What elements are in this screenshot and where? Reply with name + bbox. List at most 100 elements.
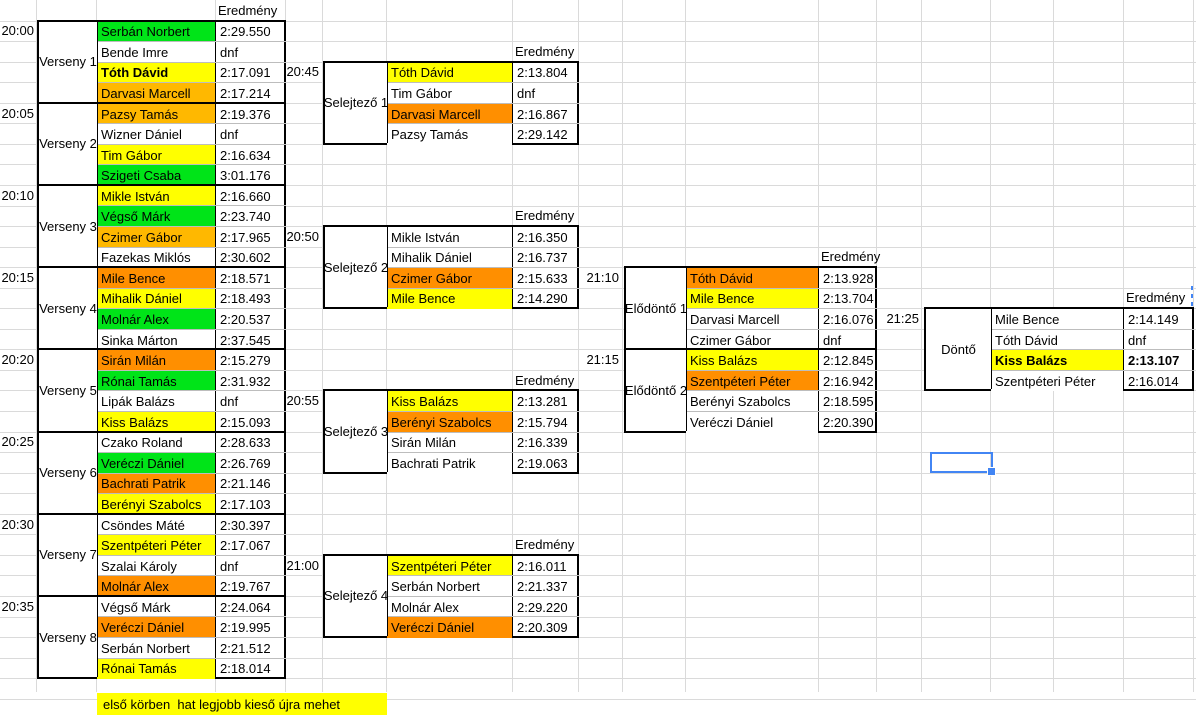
racer-name-cell[interactable]: Czimer Gábor <box>387 268 513 289</box>
racer-name-cell[interactable]: Tóth Dávid <box>97 62 216 84</box>
heat-time[interactable]: 21:10 <box>586 269 619 285</box>
result-cell[interactable]: 2:21.512 <box>220 640 271 656</box>
heat-time[interactable]: 21:25 <box>886 311 919 327</box>
result-cell[interactable]: 2:14.149 <box>1128 312 1179 328</box>
heat-label[interactable]: Elődöntő 2 <box>625 350 687 431</box>
heat-time[interactable]: 20:55 <box>286 393 319 409</box>
heat-time[interactable]: 21:15 <box>586 352 619 368</box>
racer-name-cell[interactable]: Berényi Szabolcs <box>97 494 216 515</box>
result-cell[interactable]: 2:31.932 <box>220 373 271 389</box>
result-cell[interactable]: 2:21.146 <box>220 476 271 492</box>
result-cell[interactable]: 2:24.064 <box>220 599 271 615</box>
racer-name-cell[interactable]: Kiss Balázs <box>686 350 819 371</box>
heat-label[interactable]: Verseny 1 <box>39 21 98 102</box>
heat-label[interactable]: Elődöntő 1 <box>625 268 687 349</box>
racer-name-cell[interactable]: Mihalik Dániel <box>387 247 513 269</box>
result-cell[interactable]: 2:16.634 <box>220 147 271 163</box>
heat-time[interactable]: 20:25 <box>1 434 34 450</box>
racer-name-cell[interactable]: Fazekas Miklós <box>97 247 216 269</box>
racer-name-cell[interactable]: Bende Imre <box>97 42 216 63</box>
result-cell[interactable]: 2:17.067 <box>220 538 271 554</box>
result-cell[interactable]: 2:29.550 <box>220 24 271 40</box>
result-cell[interactable]: 2:14.290 <box>517 291 568 307</box>
racer-name-cell[interactable]: Czimer Gábor <box>686 329 819 351</box>
racer-name-cell[interactable]: Sinka Márton <box>97 329 216 351</box>
result-cell[interactable]: 2:30.602 <box>220 250 271 266</box>
result-cell[interactable]: 2:18.014 <box>220 661 271 677</box>
racer-name-cell[interactable]: Molnár Alex <box>97 309 216 330</box>
heat-label[interactable]: Döntő <box>926 309 992 390</box>
result-cell[interactable]: 3:01.176 <box>220 168 271 184</box>
racer-name-cell[interactable]: Sirán Milán <box>97 350 216 371</box>
racer-name-cell[interactable]: Mihalik Dániel <box>97 288 216 310</box>
heat-label[interactable]: Verseny 4 <box>39 268 98 349</box>
racer-name-cell[interactable]: Kiss Balázs <box>991 350 1124 371</box>
result-cell[interactable]: 2:20.537 <box>220 312 271 327</box>
racer-name-cell[interactable]: Végső Márk <box>97 206 216 228</box>
result-cell[interactable]: 2:16.014 <box>1128 373 1179 389</box>
racer-name-cell[interactable]: Csöndes Máté <box>97 514 216 536</box>
result-cell[interactable]: 2:19.063 <box>517 455 568 471</box>
racer-name-cell[interactable]: Veréczi Dániel <box>686 411 819 433</box>
result-cell[interactable]: 2:19.767 <box>220 579 271 595</box>
racer-name-cell[interactable]: Mile Bence <box>686 288 819 310</box>
racer-name-cell[interactable]: Szigeti Csaba <box>97 165 216 186</box>
fill-handle[interactable] <box>987 467 996 476</box>
result-cell[interactable]: 2:29.142 <box>517 127 568 143</box>
result-cell[interactable]: dnf <box>220 558 239 574</box>
heat-time[interactable]: 20:15 <box>1 269 34 285</box>
result-cell[interactable]: 2:18.595 <box>823 394 874 410</box>
result-cell[interactable]: 2:15.794 <box>517 414 568 430</box>
racer-name-cell[interactable]: Mikle István <box>387 227 513 248</box>
result-cell[interactable]: 2:17.965 <box>220 229 271 245</box>
racer-name-cell[interactable]: Szentpéteri Péter <box>686 370 819 392</box>
racer-name-cell[interactable]: Lipák Balázs <box>97 391 216 412</box>
result-cell[interactable]: 2:12.845 <box>823 353 874 369</box>
racer-name-cell[interactable]: Czako Roland <box>97 432 216 454</box>
racer-name-cell[interactable]: Tóth Dávid <box>991 329 1124 351</box>
racer-name-cell[interactable]: Berényi Szabolcs <box>686 391 819 412</box>
heat-time[interactable]: 20:05 <box>1 105 34 121</box>
racer-name-cell[interactable]: Kiss Balázs <box>97 411 216 433</box>
racer-name-cell[interactable]: Pazsy Tamás <box>97 103 216 125</box>
result-cell[interactable]: 2:26.769 <box>220 455 271 471</box>
racer-name-cell[interactable]: Szentpéteri Péter <box>991 370 1124 392</box>
result-cell[interactable]: 2:16.350 <box>517 229 568 245</box>
result-cell[interactable]: dnf <box>823 332 842 348</box>
result-cell[interactable]: 2:16.867 <box>517 106 568 122</box>
racer-name-cell[interactable]: Serbán Norbert <box>387 576 513 597</box>
heat-label[interactable]: Selejtező 1 <box>324 62 388 143</box>
result-cell[interactable]: 2:37.545 <box>220 332 271 348</box>
racer-name-cell[interactable]: Mile Bence <box>97 268 216 289</box>
result-cell[interactable]: 2:28.633 <box>220 435 271 451</box>
result-cell[interactable]: 2:20.309 <box>517 620 568 636</box>
result-cell[interactable]: 2:15.633 <box>517 270 568 286</box>
racer-name-cell[interactable]: Pazsy Tamás <box>387 124 513 145</box>
racer-name-cell[interactable]: Czimer Gábor <box>97 227 216 248</box>
heat-label[interactable]: Verseny 2 <box>39 103 98 184</box>
heat-label[interactable]: Verseny 3 <box>39 185 98 267</box>
result-cell[interactable]: 2:15.093 <box>220 414 271 430</box>
heat-label[interactable]: Selejtező 2 <box>324 227 388 308</box>
heat-label[interactable]: Selejtező 4 <box>324 555 388 637</box>
racer-name-cell[interactable]: Darvasi Marcell <box>97 83 216 104</box>
racer-name-cell[interactable]: Wizner Dániel <box>97 124 216 145</box>
result-cell[interactable]: 2:13.281 <box>517 394 568 410</box>
heat-time[interactable]: 20:35 <box>1 598 34 614</box>
result-cell[interactable]: 2:16.011 <box>517 558 567 574</box>
heat-time[interactable]: 20:50 <box>286 228 319 244</box>
racer-name-cell[interactable]: Mikle István <box>97 185 216 207</box>
result-cell[interactable]: 2:16.660 <box>220 188 271 204</box>
result-cell[interactable]: 2:13.804 <box>517 65 568 81</box>
racer-name-cell[interactable]: Tóth Dávid <box>686 268 819 289</box>
racer-name-cell[interactable]: Molnár Alex <box>97 576 216 597</box>
heat-time[interactable]: 20:20 <box>1 352 34 368</box>
racer-name-cell[interactable]: Bachrati Patrik <box>387 453 513 474</box>
racer-name-cell[interactable]: Veréczi Dániel <box>97 617 216 639</box>
racer-name-cell[interactable]: Bachrati Patrik <box>97 473 216 495</box>
racer-name-cell[interactable]: Szalai Károly <box>97 555 216 577</box>
heat-time[interactable]: 21:00 <box>286 557 319 573</box>
result-cell[interactable]: 2:16.942 <box>823 373 874 389</box>
racer-name-cell[interactable]: Molnár Alex <box>387 596 513 618</box>
